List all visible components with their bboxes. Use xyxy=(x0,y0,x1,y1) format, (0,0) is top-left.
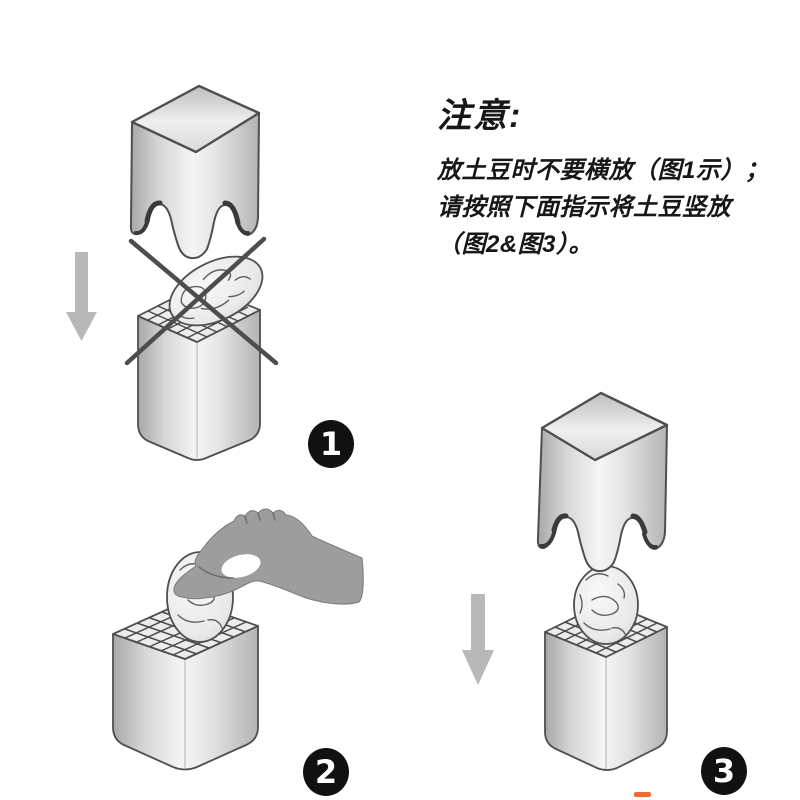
fig1-potato-horizontal xyxy=(168,255,264,327)
fig1-pusher xyxy=(129,84,261,260)
orange-fragment xyxy=(634,792,651,797)
figure-2-badge: 2 xyxy=(303,748,349,796)
note-lines: 放土豆时不要横放（图1示）； 请按照下面指示将土豆竖放 （图2&图3）。 xyxy=(437,152,792,263)
figure-3-illustration xyxy=(462,391,669,771)
note-line-2: 请按照下面指示将土豆竖放 xyxy=(437,194,731,222)
note-title: 注意: xyxy=(437,97,523,135)
figure-1-badge: 1 xyxy=(308,420,354,468)
down-arrow-icon-fig1 xyxy=(66,252,97,341)
figure-2-illustration xyxy=(112,508,364,771)
note-block: 注意: 放土豆时不要横放（图1示）； 请按照下面指示将土豆竖放 （图2&图3）。 xyxy=(437,97,792,263)
note-line-1: 放土豆时不要横放（图1示）； xyxy=(437,157,770,185)
prohibition-cross-icon xyxy=(124,236,279,366)
hand-icon xyxy=(173,508,364,605)
down-arrow-icon-fig3 xyxy=(462,594,494,685)
note-line-3: （图2&图3）。 xyxy=(437,231,594,259)
fig3-potato-vertical xyxy=(573,565,639,645)
figure-3-badge: 3 xyxy=(701,747,747,795)
fig3-pusher xyxy=(536,391,669,573)
figure-1-illustration xyxy=(66,84,279,461)
